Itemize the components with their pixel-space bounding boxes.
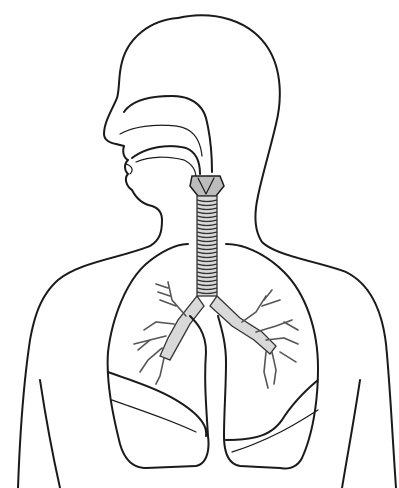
tongue xyxy=(136,157,196,178)
larynx xyxy=(190,176,224,196)
lower-ribcage-left xyxy=(232,410,318,452)
bronchioles-left-lung xyxy=(242,290,298,388)
trachea xyxy=(197,196,217,296)
head-outline xyxy=(18,18,178,488)
nasal-passage xyxy=(120,125,202,156)
right-arm-outline xyxy=(342,380,360,488)
left-arm-outline xyxy=(40,380,60,488)
left-lung xyxy=(218,244,318,469)
diaphragm-left xyxy=(226,380,318,440)
right-lung xyxy=(108,244,209,468)
